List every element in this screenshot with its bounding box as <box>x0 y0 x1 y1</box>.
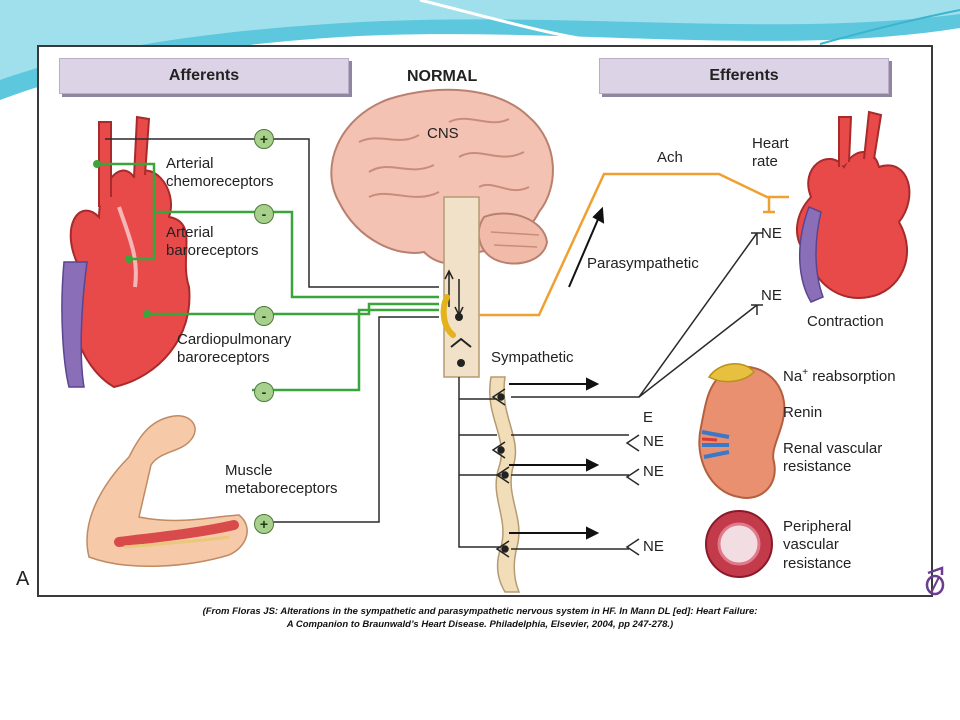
e-label: E <box>643 409 654 426</box>
caption-line1: (From Floras JS: Alterations in the symp… <box>202 606 758 617</box>
brain-icon <box>330 88 554 265</box>
cardio-sign-b: - <box>254 382 274 402</box>
afferent-lines <box>97 162 439 392</box>
publisher-logo-icon <box>925 566 945 596</box>
ne-label-1: NE <box>761 225 782 242</box>
efferent-lines <box>105 138 758 550</box>
parasympathetic-line <box>479 172 789 317</box>
cardio-sign-a: - <box>254 306 274 326</box>
arterial-chemo-label: Arterial chemoreceptors <box>166 155 274 192</box>
heart-rate-label: Heart rate <box>752 135 789 172</box>
na-text: Na <box>783 368 803 385</box>
normal-title: NORMAL <box>407 68 478 85</box>
nucleus-icon <box>440 294 456 338</box>
ne-label-3: NE <box>643 433 664 450</box>
diagram-illustration <box>61 88 911 593</box>
figure-frame: Afferents NORMAL Efferents <box>37 45 933 597</box>
peripheral-vascular-label: Peripheral vascular resistance <box>783 518 851 573</box>
panel-letter: A <box>16 568 30 590</box>
na-reabsorption-label: Na+ reabsorption <box>783 367 896 386</box>
arterial-baro-line2: baroreceptors <box>166 242 259 260</box>
vessel-icon <box>705 510 773 578</box>
renal-vascular-label: Renal vascular resistance <box>783 440 882 477</box>
cardio-line2: baroreceptors <box>177 349 270 367</box>
efferents-header: Efferents <box>599 58 889 94</box>
peripheral-line1: Peripheral <box>783 518 852 535</box>
parasympathetic-label: Parasympathetic <box>587 255 699 272</box>
muscle-sign: + <box>254 514 274 534</box>
peripheral-line3: resistance <box>783 554 852 572</box>
heart-rate-line1: Heart <box>752 135 789 152</box>
efferents-title: Efferents <box>709 67 779 84</box>
renal-line2: resistance <box>783 458 852 476</box>
arterial-chemo-line1: Arterial <box>166 155 214 172</box>
sympathetic-chain-icon <box>489 376 521 593</box>
arterial-baro-label: Arterial baroreceptors <box>166 224 259 261</box>
na-superscript: + <box>802 367 809 378</box>
direction-arrows <box>509 206 605 540</box>
renal-line1: Renal vascular <box>783 440 883 457</box>
afferents-title: Afferents <box>168 67 240 84</box>
muscle-line2: metaboreceptors <box>225 480 338 498</box>
heart-rate-line2: rate <box>752 153 778 171</box>
chemo-sign: + <box>254 129 274 149</box>
arm-icon <box>86 415 248 568</box>
arterial-baro-line1: Arterial <box>166 224 214 241</box>
cns-label: CNS <box>427 125 459 142</box>
ne-label-2: NE <box>761 287 782 304</box>
contraction-label: Contraction <box>807 313 884 330</box>
peripheral-line2: vascular <box>783 536 839 554</box>
renin-label: Renin <box>783 404 823 421</box>
ne-label-4: NE <box>643 463 664 480</box>
afferents-header: Afferents <box>59 58 349 94</box>
muscle-label: Muscle metaboreceptors <box>225 462 338 499</box>
arterial-chemo-line2: chemoreceptors <box>166 173 274 191</box>
reabsorption-text: reabsorption <box>808 368 896 385</box>
cardio-line1: Cardiopulmonary <box>177 331 292 348</box>
ach-label: Ach <box>657 149 683 166</box>
right-heart-icon <box>795 110 911 303</box>
caption-line2: A Companion to Braunwald’s Heart Disease… <box>286 619 674 630</box>
muscle-line1: Muscle <box>225 462 273 479</box>
kidney-icon <box>698 363 786 499</box>
arterial-baro-sign: - <box>254 204 274 224</box>
ne-label-5: NE <box>643 538 664 555</box>
sympathetic-label: Sympathetic <box>491 349 574 366</box>
cardiopulmonary-label: Cardiopulmonary baroreceptors <box>177 331 291 368</box>
